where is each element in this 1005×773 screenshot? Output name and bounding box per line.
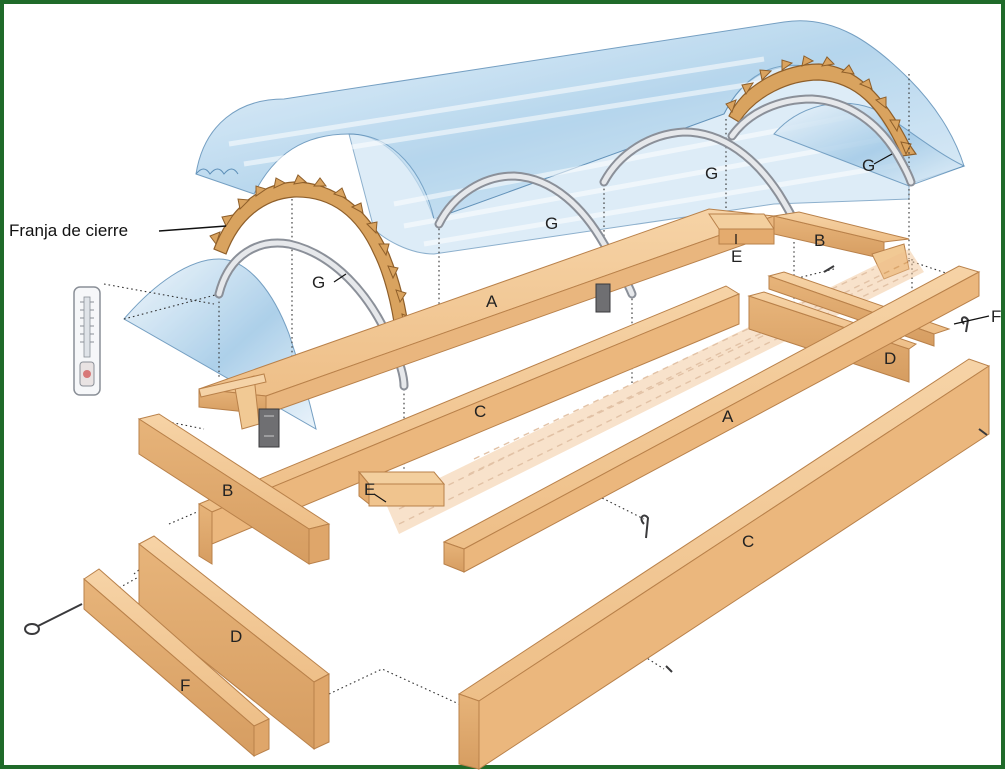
label-c-front: C <box>742 532 754 551</box>
block-e-back <box>708 213 775 245</box>
board-b-back <box>773 211 910 260</box>
board-d-front <box>138 535 330 751</box>
label-f-front: F <box>180 676 190 695</box>
label-g-mid: G <box>545 214 558 233</box>
label-g-front: G <box>312 273 325 292</box>
thermometer-icon <box>73 286 101 396</box>
label-leaders <box>333 153 990 503</box>
label-b-back: B <box>814 231 825 250</box>
label-a-front: A <box>722 407 734 426</box>
label-b-front: B <box>222 481 233 500</box>
board-c-mid <box>197 285 741 565</box>
label-a-back: A <box>486 292 498 311</box>
callout-closure-strip: Franja de cierre <box>9 221 128 240</box>
cold-frame-exploded-diagram: Franja de cierre G G G G A A B B C C D D… <box>9 20 1001 770</box>
label-d-front: D <box>230 627 242 646</box>
label-f-right: F <box>991 307 1001 326</box>
board-b-front <box>137 413 331 565</box>
block-b-corner <box>871 243 910 280</box>
block-e-front <box>357 470 446 507</box>
closure-strip-teeth <box>209 55 912 328</box>
board-c-front <box>457 358 991 770</box>
board-a-front <box>442 265 981 573</box>
bracket-icon <box>258 283 611 448</box>
block-post-left <box>198 373 267 430</box>
label-d-back: D <box>884 349 896 368</box>
label-e-front: E <box>364 480 375 499</box>
label-g-right1: G <box>705 164 718 183</box>
board-f-front <box>83 568 270 758</box>
closure-strip-back <box>728 63 918 157</box>
label-g-right2: G <box>862 156 875 175</box>
label-c-mid: C <box>474 402 486 421</box>
callout-leader <box>158 225 227 232</box>
label-e-back: E <box>731 247 742 266</box>
